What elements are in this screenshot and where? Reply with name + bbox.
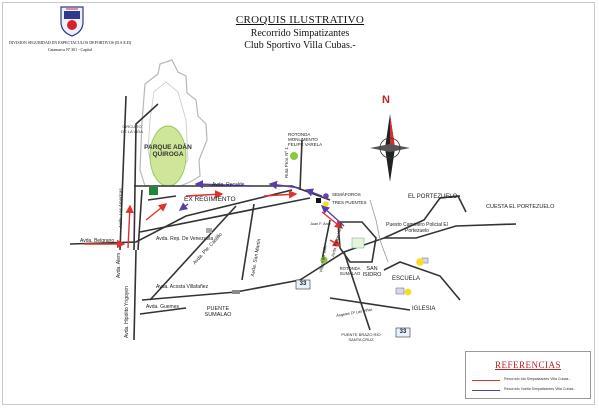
legend-title: REFERENCIAS — [494, 360, 561, 370]
label-ex-regimiento: EX REGIMIENTO — [184, 196, 236, 203]
subtitle-line-2: Club Sportivo Villa Cubas.- — [244, 40, 356, 51]
label-avda-guemes: Avda. Guemes — [146, 304, 179, 310]
road-alem-east — [133, 103, 159, 251]
route-vuelta-tres — [304, 188, 323, 197]
road-regimiento — [147, 195, 177, 201]
route-ida-tres-puentes — [321, 211, 344, 229]
creek-line — [369, 199, 389, 263]
label-puesto: Puesto Caminero Policial El Portezuelo — [386, 222, 448, 234]
building-regimiento-small — [206, 228, 212, 233]
label-cuesta: CUESTA EL PORTEZUELO — [486, 204, 555, 210]
route-ida-recalde — [263, 190, 298, 199]
rotonda-monumento-marker — [290, 152, 298, 160]
division-address: Catamarca Nº 301 - Capital — [47, 47, 93, 52]
label-semaforos: SEMÁFOROS — [332, 192, 361, 197]
route-vuelta-ruta1 — [268, 180, 301, 190]
road-network — [69, 95, 517, 341]
building-sumalao — [232, 290, 240, 294]
route-33-shield-b — [395, 327, 411, 338]
route-ida-sanisidro — [329, 238, 342, 247]
label-san-isidro: SAN ISIDRO — [362, 266, 382, 278]
semaforos-marker — [323, 193, 329, 199]
label-avda-venezuela: Avda. Rep. De Venezuela — [156, 236, 214, 242]
label-avda-las-americas: Avda. Las Americas — [118, 188, 123, 228]
road-recalde — [134, 185, 331, 201]
label-parque: PARQUE ADÁN QUIROGA — [144, 144, 192, 158]
route-vuelta-sanisidro — [320, 205, 345, 227]
san-isidro-block — [351, 237, 365, 249]
label-avda-recalde: Avda. Recalde — [212, 182, 245, 188]
label-avda-belgrano: Avda. Belgrano — [80, 238, 115, 244]
tres-puentes-marker — [323, 201, 329, 207]
road-cuesta — [439, 195, 467, 213]
label-rotonda-monumento: ROTONDA MONUMENTO FELIPE VARELA — [288, 132, 323, 147]
escuela-marker — [404, 288, 412, 296]
page-title: CROQUIS ILUSTRATIVO — [235, 14, 365, 26]
label-tres-puentes: TRES PUENTES — [332, 200, 367, 205]
road-alem-west — [119, 95, 127, 251]
compass-north-label: N — [382, 94, 390, 106]
label-route-33-b: 33 — [399, 329, 407, 335]
road-san-isidro-loop — [337, 221, 377, 263]
puesto-caminero-marker — [416, 258, 424, 266]
school-building — [395, 287, 405, 295]
route-vuelta — [178, 180, 345, 227]
label-circuito: CIRCUITO DE LA VIDA — [121, 124, 143, 134]
label-el-portezuelo: EL PORTEZUELO — [408, 194, 458, 200]
legend-label-vuelta: Recorrido Vuelta Simpatizantes Villa Cub… — [504, 387, 576, 391]
legend-item-vuelta: Recorrido Vuelta Simpatizantes Villa Cub… — [472, 387, 590, 395]
legend-swatch-ida — [472, 380, 500, 381]
route-ida-regimiento — [185, 190, 224, 199]
road-ruta-1 — [299, 139, 303, 191]
subtitle-line-1: Recorrido Simpatizantes — [250, 28, 350, 39]
label-avda-alem: Avda. Alem — [116, 252, 122, 278]
label-escuela: ESCUELA — [392, 276, 421, 282]
legend-item-ida: Recorrido Ida Simpatizantes Villa Cubas.… — [472, 377, 590, 385]
police-emblem-icon — [60, 6, 84, 37]
page-frame — [2, 2, 595, 405]
route-vuelta-regimiento — [178, 202, 189, 211]
label-ruta-1: Ruta Prov. Nº 1 — [284, 147, 289, 178]
route-ida — [84, 190, 344, 249]
label-puente-sumalao: PUENTE SUMALAO — [204, 306, 232, 318]
label-puente-brazo: PUENTE BRAZO RÍO SANTA CRUZ — [341, 332, 381, 342]
road-pte-castillo — [149, 205, 237, 301]
road-san-martin — [241, 203, 255, 281]
road-venezuela — [139, 197, 311, 233]
route-ida-alem — [125, 204, 134, 249]
legend-box: REFERENCIAS Recorrido Ida Simpatizantes … — [465, 351, 591, 399]
legend-swatch-vuelta — [472, 390, 500, 391]
tres-puentes-traffic-light — [316, 198, 321, 203]
road-portezuelo — [384, 223, 517, 239]
road-yrigoyen — [133, 249, 137, 341]
label-avda-acosta: Avda. Acosta Villafañez — [156, 284, 209, 290]
ex-regimiento-building — [149, 187, 158, 195]
road-guemes — [139, 307, 187, 315]
rotonda-sumalao-marker — [320, 256, 328, 264]
compass-rose — [370, 114, 410, 182]
route-ida-diagonal — [145, 203, 168, 221]
legend-label-ida: Recorrido Ida Simpatizantes Villa Cubas.… — [504, 377, 571, 381]
division-name: DIVISION SEGURIDAD EN ESPECTACULOS DEPOR… — [8, 40, 132, 45]
label-juan-arce: Juan F. Arce — [310, 222, 331, 226]
label-avda-yrigoyen: Avda. Hipólito Yrigoyen — [124, 286, 130, 338]
label-iglesia: IGLESIA — [412, 306, 436, 312]
road-angeles — [329, 297, 411, 311]
label-route-33-a: 33 — [299, 281, 307, 287]
label-rotonda-sumalao: ROTONDA SUMALAO — [339, 266, 361, 276]
route-vuelta-recalde — [194, 180, 253, 189]
road-escuela — [383, 261, 461, 301]
route-33-shield-a — [295, 279, 311, 290]
road-brazo — [343, 251, 371, 331]
road-virgen — [321, 219, 331, 261]
road-belgrano — [69, 189, 293, 245]
